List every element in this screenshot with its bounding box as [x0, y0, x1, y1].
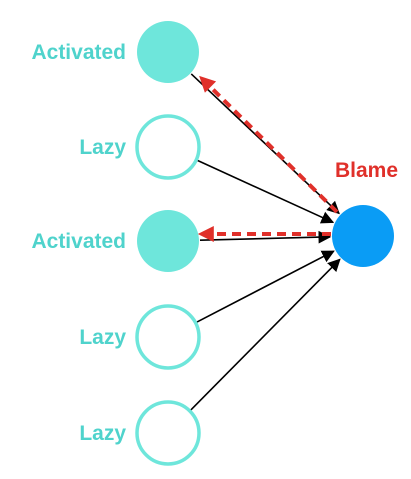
- output-node: [332, 205, 394, 267]
- edge-3: [199, 230, 332, 244]
- node-label-2: Lazy: [79, 136, 126, 159]
- edges-layer: [189, 73, 341, 411]
- lazy-node-4: [135, 304, 201, 370]
- activated-node-1: [137, 21, 199, 83]
- lazy-node-5: [135, 400, 201, 466]
- blame-layer: [197, 75, 339, 242]
- node-label-5: Lazy: [79, 422, 126, 445]
- nodes-layer: [135, 21, 394, 466]
- lazy-node-2: [135, 114, 201, 180]
- blame-arrow-1: [199, 75, 339, 214]
- edge-2: [196, 159, 335, 224]
- blame-label: Blame: [335, 159, 398, 182]
- node-label-1: Activated: [31, 41, 126, 64]
- edge-5: [189, 258, 341, 411]
- edge-4: [196, 250, 335, 323]
- node-label-3: Activated: [31, 230, 126, 253]
- activated-node-3: [137, 210, 199, 272]
- edge-1: [190, 73, 340, 215]
- node-label-4: Lazy: [79, 326, 126, 349]
